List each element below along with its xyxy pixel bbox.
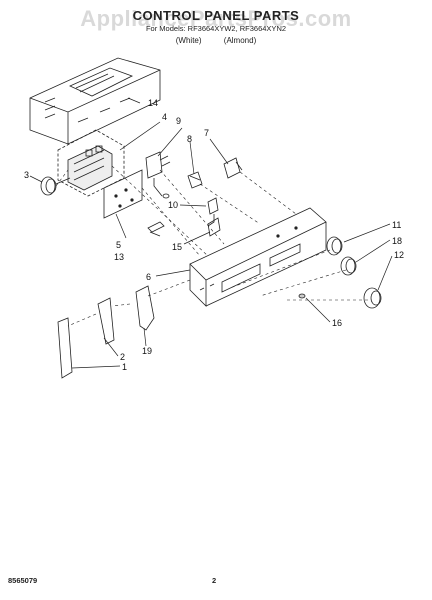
callout-11: 11: [392, 220, 401, 230]
callout-18: 18: [392, 236, 402, 246]
callout-16: 16: [332, 318, 342, 328]
part-knob-12: [363, 287, 382, 309]
callout-2: 2: [120, 352, 125, 362]
callout-13: 13: [114, 252, 124, 262]
callout-15: 15: [172, 242, 182, 252]
callout-19: 19: [142, 346, 152, 356]
part-backguard: [29, 57, 161, 145]
part-end-cap-2: [97, 297, 115, 345]
callout-3: 3: [24, 170, 29, 180]
part-small-16: [298, 293, 306, 299]
part-mounting-plate: [103, 169, 143, 219]
part-knob-18: [340, 256, 357, 276]
page-number: 2: [212, 576, 217, 585]
document-number: 8565079: [8, 576, 38, 585]
callout-4: 4: [162, 112, 167, 122]
callout-10: 10: [168, 200, 178, 210]
callout-12: 12: [394, 250, 404, 260]
callout-9: 9: [176, 116, 181, 126]
assembly-lines: [55, 165, 368, 327]
part-switch-8: [187, 171, 203, 189]
color-white: (White): [175, 36, 202, 45]
color-almond: (Almond): [223, 36, 257, 45]
callout-5: 5: [116, 240, 121, 250]
part-control-panel: [189, 207, 327, 307]
callout-labels: 14 4 9 8 7 3 10 5 13 15 11 18 12 6 16 2 …: [24, 98, 404, 372]
part-switch-assembly: [57, 129, 125, 197]
part-clip: [147, 221, 165, 237]
part-bracket-10: [207, 197, 219, 227]
color-variants: (White) (Almond): [0, 36, 432, 45]
watermark: AppliancePartsPros.com: [80, 6, 352, 31]
part-end-cap-1: [57, 317, 73, 379]
page-title: CONTROL PANEL PARTS: [132, 8, 300, 23]
callout-6: 6: [146, 272, 151, 282]
part-knob-11: [326, 236, 343, 256]
model-numbers: For Models: RF3664XYW2, RF3664XYN2: [145, 24, 287, 33]
part-knob-3: [40, 176, 71, 196]
part-end-cap-19: [135, 285, 155, 331]
part-bracket-15: [207, 217, 221, 237]
part-switch-7: [223, 157, 243, 179]
callout-8: 8: [187, 134, 192, 144]
callout-7: 7: [204, 128, 209, 138]
callout-1: 1: [122, 362, 127, 372]
part-infinite-switch: [145, 151, 171, 199]
callout-14: 14: [148, 98, 158, 108]
part-drawings: [29, 57, 382, 379]
leader-lines: [29, 97, 393, 369]
